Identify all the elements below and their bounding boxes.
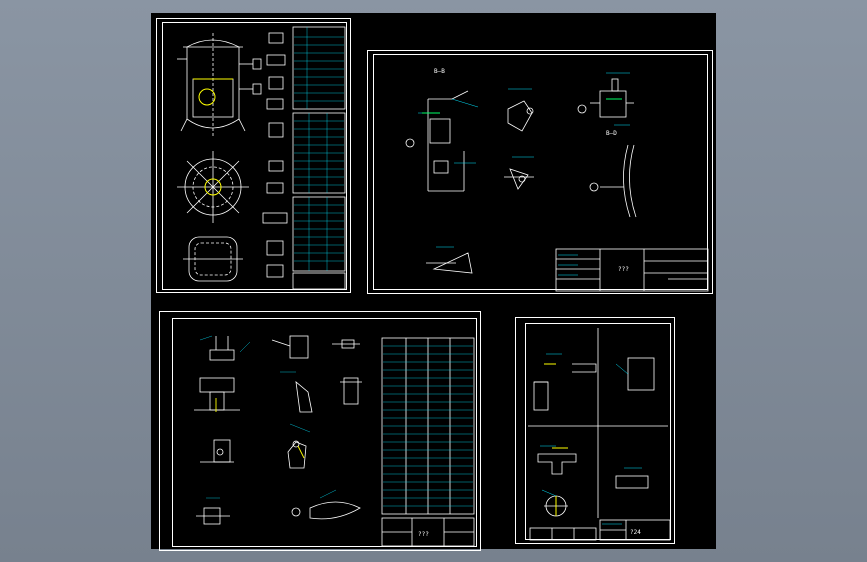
drawing-canvas[interactable]: B—B B—D ??? bbox=[151, 13, 716, 551]
sheet-detail-1-inner-border bbox=[373, 54, 708, 290]
sheet-detail-1[interactable]: B—B B—D ??? bbox=[367, 50, 713, 294]
detail-drawing-2-geometry bbox=[194, 335, 475, 547]
assembly-drawing-geometry bbox=[177, 26, 346, 290]
title-block-label: ??? bbox=[418, 531, 429, 538]
sheet-detail-2-inner-border bbox=[172, 318, 477, 547]
section-label-b-d: B—D bbox=[606, 130, 617, 137]
sheet-detail-2[interactable]: ??? bbox=[159, 311, 481, 551]
sheet-detail-3-inner-border bbox=[525, 323, 671, 540]
detail-drawing-1-geometry bbox=[405, 72, 709, 292]
title-block-label: ??? bbox=[618, 266, 629, 273]
title-block-label: ?24 bbox=[630, 529, 641, 536]
section-label-b-b: B—B bbox=[434, 68, 445, 75]
sheet-detail-3[interactable]: ?24 bbox=[515, 317, 675, 544]
sheet-assembly[interactable] bbox=[156, 18, 351, 293]
detail-drawing-3-geometry bbox=[528, 328, 671, 541]
sheet-assembly-inner-border bbox=[162, 22, 347, 290]
